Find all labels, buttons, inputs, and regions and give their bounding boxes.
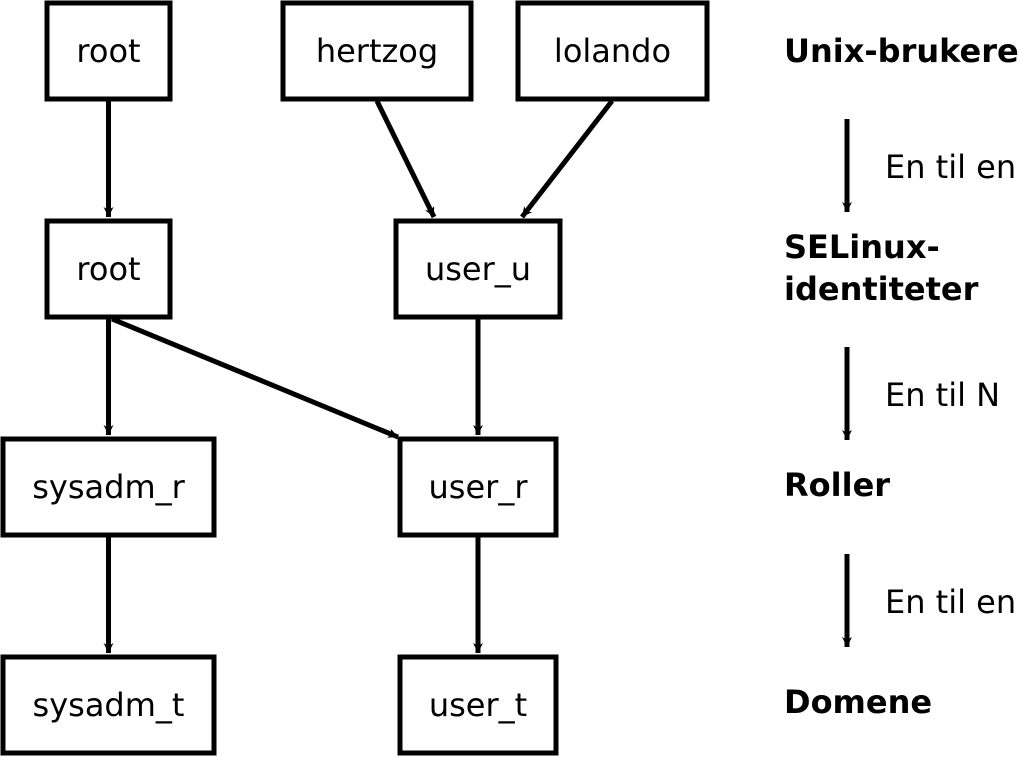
node-unix-root: root bbox=[44, 0, 173, 102]
node-domain-sysadm-t: sysadm_t bbox=[0, 654, 217, 756]
node-domain-user-t: user_t bbox=[397, 654, 559, 756]
node-label: user_t bbox=[429, 686, 527, 724]
node-label: sysadm_r bbox=[32, 468, 185, 506]
level-label-roles: Roller bbox=[784, 466, 890, 504]
level-label-unix-users: Unix-brukere bbox=[784, 32, 1019, 70]
node-label: sysadm_t bbox=[33, 686, 185, 724]
node-role-sysadm-r: sysadm_r bbox=[0, 436, 217, 538]
node-label: hertzog bbox=[316, 32, 438, 70]
node-label: root bbox=[76, 250, 140, 288]
arrow-selinux-root-to-user-r bbox=[111, 316, 399, 440]
node-selinux-user-u: user_u bbox=[393, 218, 563, 320]
node-unix-hertzog: hertzog bbox=[280, 0, 474, 102]
node-role-user-r: user_r bbox=[397, 436, 559, 538]
node-label: root bbox=[76, 32, 140, 70]
node-unix-lolando: lolando bbox=[515, 0, 710, 102]
node-label: lolando bbox=[554, 32, 671, 70]
arrow-hertzog-to-user-u bbox=[374, 99, 437, 219]
relation-label-unix-selinux: En til en bbox=[885, 148, 1016, 186]
level-label-domains: Domene bbox=[784, 683, 932, 721]
relation-label-roles-domains: En til en bbox=[885, 583, 1016, 621]
relation-label-selinux-roles: En til N bbox=[885, 376, 1000, 414]
node-label: user_r bbox=[429, 468, 529, 506]
arrow-lolando-to-user-u bbox=[520, 99, 614, 219]
level-label-selinux-line2: identiteter bbox=[784, 270, 979, 308]
node-label: user_u bbox=[425, 250, 531, 288]
node-selinux-root: root bbox=[44, 218, 173, 320]
level-label-selinux-line1: SELinux- bbox=[784, 228, 940, 266]
